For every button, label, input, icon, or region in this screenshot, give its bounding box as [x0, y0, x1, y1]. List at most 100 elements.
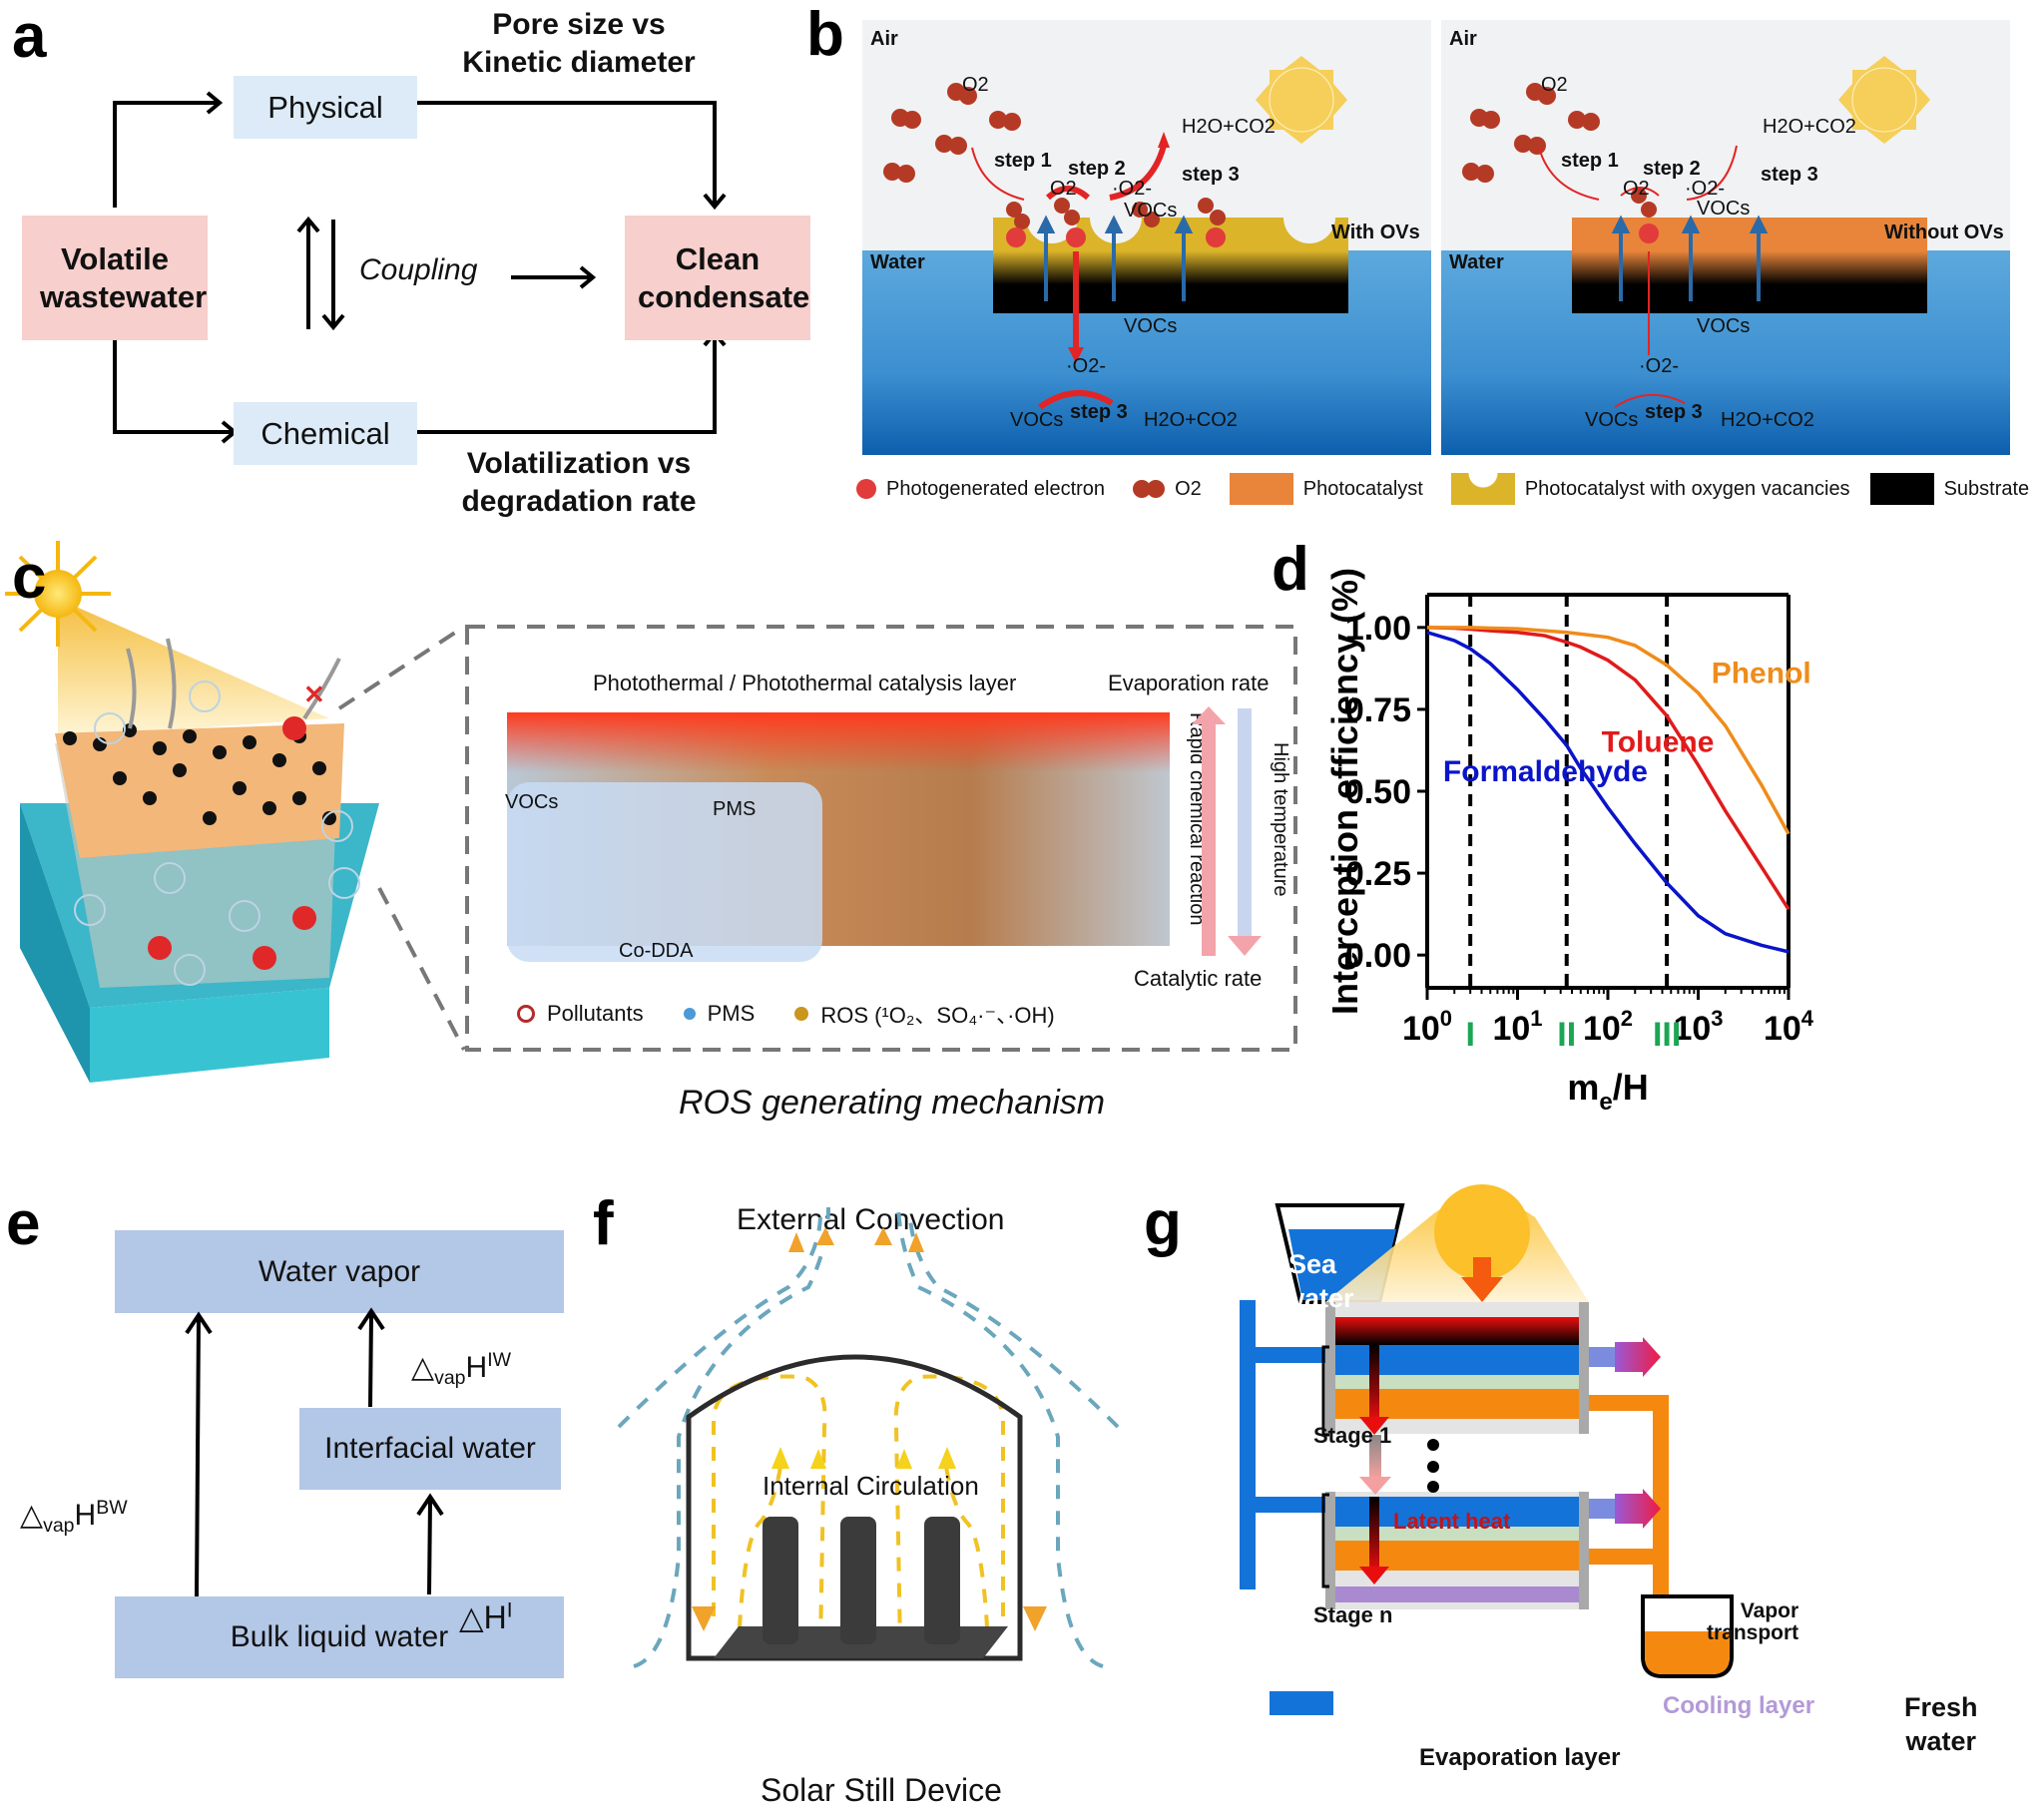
- x-tick-label: 100: [1402, 1006, 1452, 1048]
- heat-loss-arrow: [1615, 1337, 1661, 1377]
- delta-symbol: △: [459, 1599, 484, 1635]
- panel-e-arrows: [185, 1307, 444, 1597]
- evaporation-layer-legend: Evaporation layer: [1419, 1744, 1621, 1771]
- physical-note-line1: Pore size vs: [492, 8, 666, 41]
- superoxide-label: ·O2-: [1685, 178, 1725, 200]
- reaction-arrows: [971, 145, 1167, 410]
- oxygen-molecule-icon: [1133, 480, 1166, 498]
- heat-loss-arrow-n: [1615, 1489, 1661, 1529]
- dh-iw-label: △vapHIW: [411, 1349, 511, 1390]
- panel-label-a: a: [12, 2, 47, 71]
- water-label: Water: [870, 251, 925, 273]
- chemical-note-line2: degradation rate: [461, 485, 697, 518]
- dh-bw-main: H: [74, 1499, 97, 1532]
- vocs-label: VOCs: [505, 791, 559, 813]
- dh-i-label: △HI: [459, 1598, 513, 1636]
- pms-dot-icon: [683, 1008, 696, 1020]
- delta-symbol: △: [411, 1351, 435, 1384]
- step3-label: step 3: [1761, 164, 1818, 186]
- membrane-layer-1: [1335, 1375, 1579, 1389]
- sun-icon: [1256, 56, 1347, 144]
- pms-label: PMS: [713, 798, 757, 820]
- vapor-arrows: [126, 638, 341, 729]
- coupling-label: Coupling: [359, 253, 478, 286]
- dh-i-main: H: [483, 1599, 507, 1635]
- region-marker-label: III: [1653, 1016, 1681, 1054]
- ov-photocatalyst-swatch: [1450, 473, 1515, 505]
- step1-label: step 1: [1561, 150, 1619, 172]
- air-label: Air: [870, 28, 898, 50]
- dh-bw-superscript: BW: [96, 1497, 128, 1519]
- latent-heat-label: Latent heat: [1393, 1509, 1511, 1534]
- step1-label: step 1: [994, 150, 1052, 172]
- external-flow-line: [908, 1216, 1120, 1429]
- hot-layer: [507, 712, 1170, 772]
- cooling-layer: [1335, 1586, 1579, 1602]
- electron-icon: [1639, 224, 1659, 243]
- o2-label: O2: [962, 74, 989, 96]
- bulk-liquid-water-label: Bulk liquid water: [230, 1620, 449, 1653]
- catalytic-rate-label: Catalytic rate: [1134, 966, 1263, 991]
- ellipsis-dots: [1427, 1439, 1439, 1493]
- photothermal-particles: [63, 723, 336, 825]
- external-convection-label: External Convection: [737, 1203, 1005, 1236]
- solar-absorber: [1335, 1317, 1579, 1345]
- step3-water-label: step 3: [1070, 401, 1128, 423]
- products-water-label: H2O+CO2: [1721, 409, 1814, 431]
- reaction-arrows: [1538, 145, 1738, 408]
- panel-b-without-ovs-scene: [1462, 56, 1930, 408]
- chemical-box: Chemical: [234, 402, 417, 465]
- freshwater-label: Fresh water: [1904, 1690, 1978, 1758]
- freshwater-line2: water: [1905, 1726, 1977, 1756]
- panel-b-legend: Photogenerated electron O2 Photocatalyst…: [856, 473, 2029, 505]
- x-axis-label: me/H: [1567, 1067, 1648, 1116]
- oxygen-molecules: [883, 83, 1226, 229]
- dh-bw-label: △vapHBW: [20, 1497, 128, 1538]
- step2-label: step 2: [1643, 158, 1701, 180]
- chemical-label: Chemical: [260, 415, 390, 451]
- series-label-formaldehyde: Formaldehyde: [1443, 755, 1648, 788]
- y-tick-label: 0.25: [1345, 855, 1411, 893]
- chemical-note-line1: Volatilization vs: [466, 447, 692, 480]
- legend-pollutants-label: Pollutants: [547, 1001, 644, 1026]
- step2-label: step 2: [1068, 158, 1126, 180]
- vocs-water-label: VOCs: [1697, 315, 1751, 337]
- panel-label-b: b: [806, 0, 844, 69]
- sun-icon: [1434, 1184, 1530, 1280]
- superoxide-label: ·O2-: [1112, 178, 1152, 200]
- vapor-line2: transport: [1707, 1621, 1799, 1644]
- panel-label-d: d: [1272, 535, 1309, 604]
- internal-flow-line: [944, 1466, 990, 1647]
- still-enclosure: [686, 1354, 1023, 1661]
- physical-label: Physical: [267, 89, 383, 125]
- series-label-toluene: Toluene: [1602, 726, 1715, 759]
- seawater-label: Sea water: [1283, 1247, 1354, 1315]
- vocs-surface-label: VOCs: [1124, 200, 1178, 222]
- panel-c-zoom-frame: [337, 625, 1297, 1052]
- panel-b-with-ovs-scene: [883, 56, 1348, 410]
- external-flow-line: [896, 1206, 1104, 1668]
- internal-flow-line: [712, 1374, 827, 1647]
- panel-c-legend: Pollutants PMS ROS (¹O₂、SO₄·⁻、·OH): [517, 998, 1055, 1030]
- delta-symbol: △: [20, 1499, 44, 1532]
- photothermal-layer-image: [507, 712, 1170, 962]
- legend-pms-label: PMS: [707, 1001, 756, 1026]
- vocs-arrows: [1036, 215, 1194, 301]
- multistage-still-diagram: [1240, 1184, 1734, 1715]
- electron-icon: [856, 479, 876, 499]
- solar-input-arrow: [1461, 1257, 1503, 1302]
- freshwater-line1: Fresh: [1904, 1692, 1978, 1722]
- ros-dot-icon: [794, 1007, 809, 1021]
- region-marker-label: II: [1557, 1016, 1576, 1054]
- bulk-liquid-water-box: Bulk liquid water: [115, 1596, 564, 1678]
- photocatalyst-swatch: [1229, 473, 1293, 505]
- external-flow-line: [617, 1216, 822, 1429]
- volatile-wastewater-label: Volatile wastewater: [40, 240, 208, 314]
- dh-bw-subscript: vap: [43, 1515, 75, 1537]
- sun-icon: [5, 541, 111, 647]
- evaporator-columns: [763, 1517, 960, 1644]
- vapor-transport-label: Vapor transport: [1707, 1600, 1798, 1644]
- sunlight-beam: [58, 599, 329, 738]
- y-tick-label: 1.00: [1345, 610, 1411, 648]
- dh-iw-main: H: [465, 1351, 488, 1384]
